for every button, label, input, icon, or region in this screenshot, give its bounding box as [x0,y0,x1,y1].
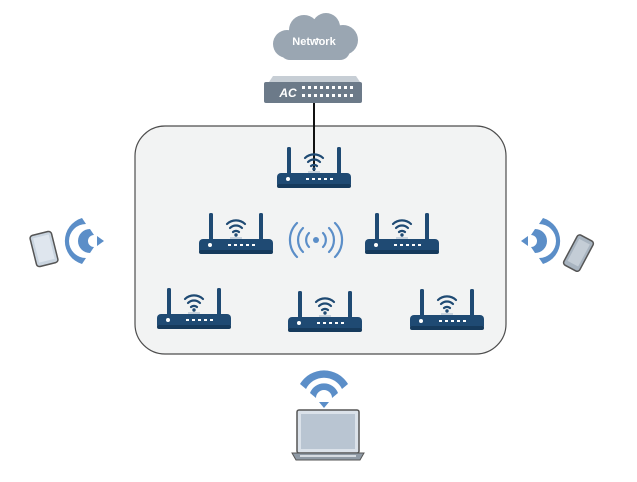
wifi-icon [521,218,561,264]
wlan-boundary [134,125,507,355]
wifi-icon [300,370,348,408]
cloud-icon [273,13,358,60]
cloud-label: Network [292,36,336,48]
broadcast-icon [288,221,344,259]
phone-icon [562,234,595,273]
wifi-icon [64,218,104,264]
laptop-icon [291,409,365,461]
access-controller-icon [264,76,362,103]
controller-label: AC [278,86,297,100]
tablet-icon [29,230,59,268]
